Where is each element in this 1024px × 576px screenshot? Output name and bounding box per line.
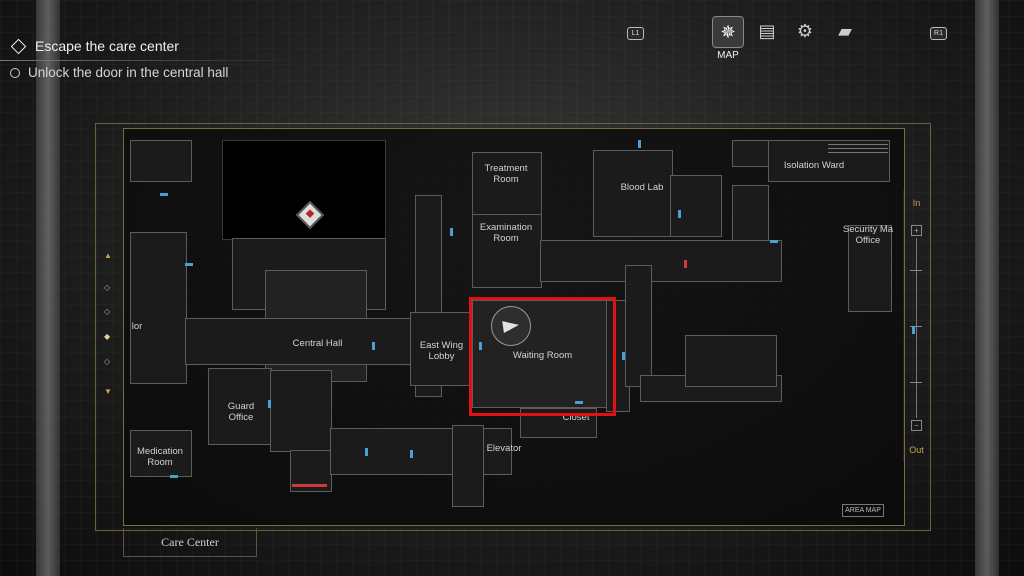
files-tab[interactable]: ▤ [752, 16, 782, 46]
door-marker [622, 352, 625, 360]
map-outer-frame [95, 123, 931, 531]
floor-up-icon[interactable]: ▲ [104, 251, 112, 260]
map-room-treatment[interactable] [472, 152, 542, 216]
door-marker [372, 342, 375, 350]
zoom-track[interactable] [916, 238, 917, 418]
r1-button[interactable]: R1 [930, 27, 947, 40]
locked-door-marker [684, 260, 687, 268]
zoom-tick [910, 326, 922, 327]
objective-sub-label: Unlock the door in the central hall [28, 65, 229, 80]
objective-diamond-icon [10, 38, 27, 54]
floor-selector[interactable]: ▲ ◇ ◇ ◆ ◇ ▼ [95, 245, 124, 410]
zoom-minus-icon[interactable]: − [911, 420, 922, 431]
door-marker [638, 140, 641, 148]
room-label-closet: Closet [562, 412, 590, 423]
room-label-elevator: Elevator [486, 443, 522, 454]
objective-sub: Unlock the door in the central hall [10, 65, 228, 80]
gears-icon: ⚙ [796, 20, 814, 41]
files-icon: ▤ [758, 20, 776, 41]
floor-current-icon[interactable]: ◆ [104, 332, 111, 341]
active-tab-label: MAP [717, 50, 739, 61]
inventory-icon: ▰ [838, 20, 852, 41]
map-room-examination[interactable] [472, 214, 542, 288]
map-corridor [185, 318, 427, 365]
map-tab[interactable]: ✵ [712, 16, 744, 48]
map-corridor [540, 240, 782, 282]
door-marker [770, 240, 778, 243]
selected-room-highlight [469, 297, 616, 416]
objective-main: Escape the care center [10, 38, 179, 54]
room-label-east-wing: East Wing Lobby [419, 340, 464, 362]
locked-door-marker [292, 484, 327, 487]
map-room [732, 185, 769, 242]
door-marker [678, 210, 681, 218]
door-marker [912, 326, 915, 334]
floor-diamond-icon[interactable]: ◇ [104, 283, 111, 292]
zoom-plus-icon[interactable]: + [911, 225, 922, 236]
room-label-partial: lor [131, 321, 143, 332]
room-label-waiting: Waiting Room [512, 350, 573, 361]
map-room [670, 175, 722, 237]
map-legend [828, 141, 888, 156]
map-room [130, 232, 187, 384]
room-label-central-hall: Central Hall [292, 338, 343, 349]
door-marker [575, 401, 583, 404]
map-void-area [222, 140, 386, 240]
map-room-medication[interactable] [130, 430, 192, 477]
map-room-east-wing[interactable] [410, 312, 477, 386]
objective-main-label: Escape the care center [35, 38, 179, 54]
inventory-tab[interactable]: ▰ [830, 16, 860, 46]
compass-icon: ✵ [720, 21, 736, 42]
door-marker [365, 448, 368, 456]
map-corridor [270, 370, 332, 452]
floor-diamond-icon[interactable]: ◇ [104, 307, 111, 316]
map-room [685, 335, 777, 387]
l1-button[interactable]: L1 [627, 27, 644, 40]
room-label-medication: Medication Room [137, 446, 183, 468]
map-room [130, 140, 192, 182]
door-marker [410, 450, 413, 458]
map-room-blood-lab[interactable] [593, 150, 673, 237]
room-label-examination: Examination Room [479, 222, 533, 244]
background-pillar [36, 0, 60, 576]
upgrades-tab[interactable]: ⚙ [790, 16, 820, 46]
zoom-tick [910, 382, 922, 383]
floor-diamond-icon[interactable]: ◇ [104, 357, 111, 366]
zoom-tick [910, 270, 922, 271]
area-map-button[interactable]: AREA MAP [842, 504, 884, 517]
door-marker [170, 475, 178, 478]
objective-divider [0, 60, 305, 61]
map-room [732, 140, 769, 167]
room-label-guard: Guard Office [227, 401, 255, 423]
area-name: Care Center [123, 528, 257, 557]
room-label-treatment: Treatment Room [484, 163, 528, 185]
zoom-out-label[interactable]: Out [909, 445, 924, 455]
door-marker [479, 342, 482, 350]
room-label-security: Security Ma Office [842, 224, 894, 246]
floor-down-icon[interactable]: ▼ [104, 387, 112, 396]
objective-ring-icon [10, 67, 20, 78]
map-room-security[interactable] [848, 225, 892, 312]
door-marker [185, 263, 193, 266]
door-marker [268, 400, 271, 408]
door-marker [450, 228, 453, 236]
zoom-in-label[interactable]: In [912, 198, 921, 208]
background-pillar [975, 0, 999, 576]
door-marker [160, 193, 168, 196]
zoom-control[interactable]: In + − Out [903, 190, 929, 462]
map-room-elevator[interactable] [452, 425, 484, 507]
room-label-blood-lab: Blood Lab [620, 182, 664, 193]
map-room-isolation[interactable] [768, 140, 890, 182]
room-label-isolation: Isolation Ward [783, 160, 845, 171]
player-position-icon [491, 306, 531, 346]
map-corridor [625, 265, 652, 387]
